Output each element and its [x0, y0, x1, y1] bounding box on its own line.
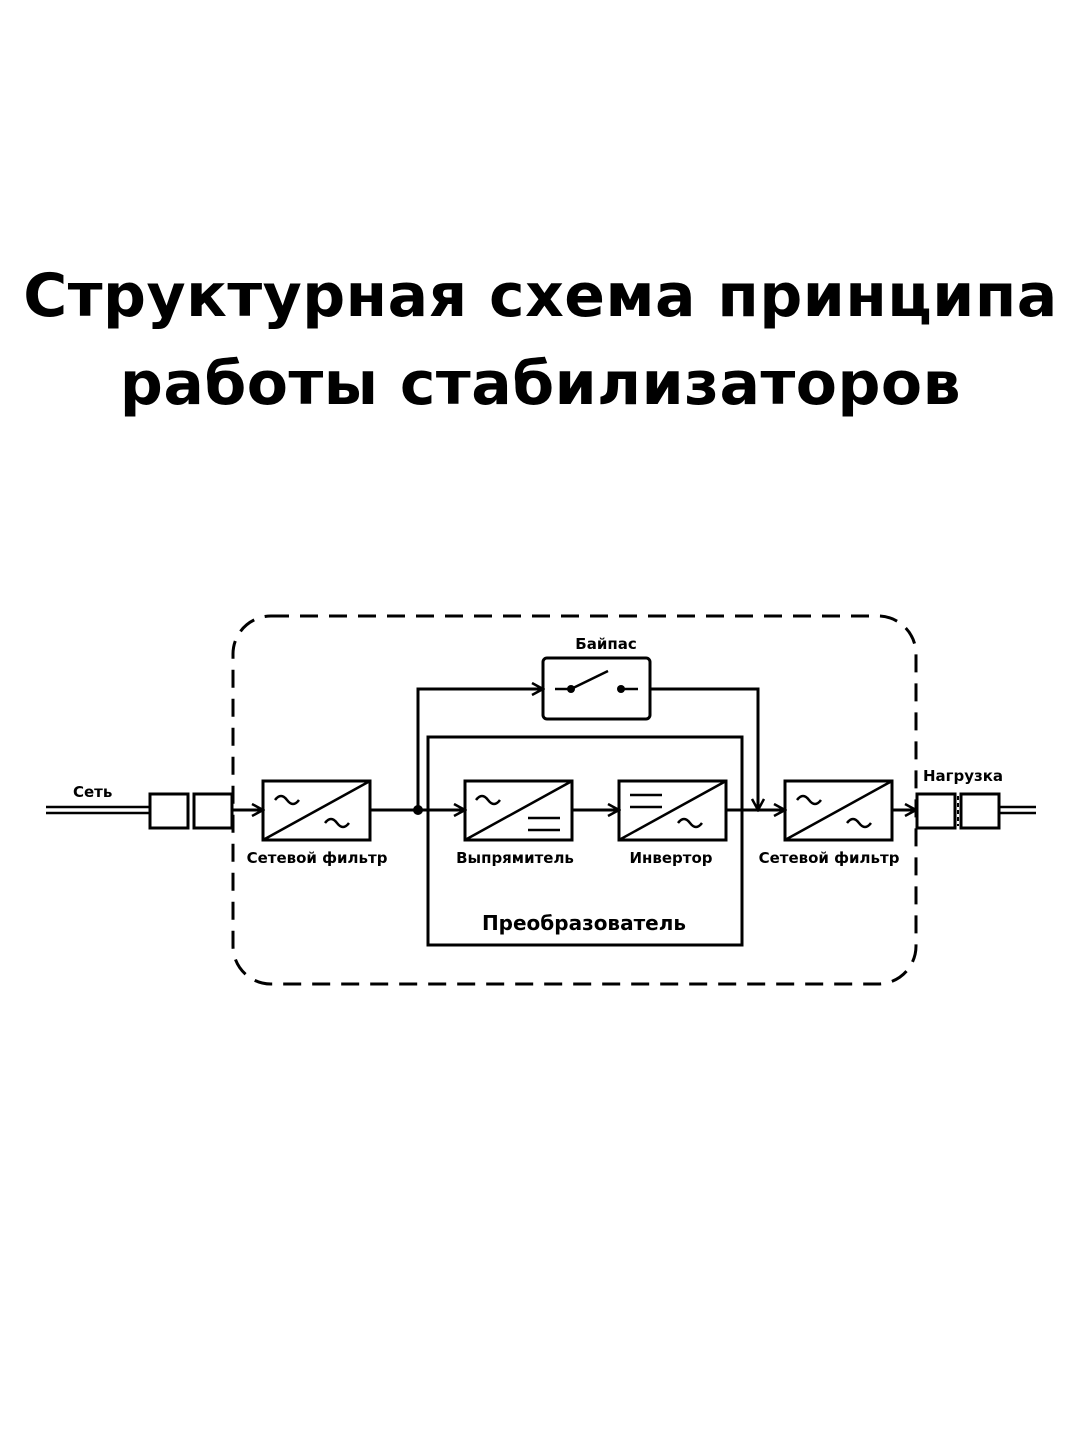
rectifier-block — [463, 779, 574, 842]
converter-enclosure — [426, 735, 744, 947]
title-line-1: Структурная схема принципа — [23, 261, 1058, 331]
output-label: Нагрузка — [923, 767, 1003, 785]
output-line — [999, 805, 1036, 815]
input-label: Сеть — [73, 783, 112, 801]
input-connector — [148, 792, 234, 830]
inverter-label: Инвертор — [629, 849, 712, 867]
title-line-2: работы стабилизаторов — [119, 349, 962, 419]
bypass-block — [541, 656, 652, 721]
inverter-block — [617, 779, 728, 842]
input-filter-label: Сетевой фильтр — [247, 849, 388, 867]
output-filter-label: Сетевой фильтр — [759, 849, 900, 867]
input-filter-block — [261, 779, 372, 842]
page-title: Структурная схема принципа работы стабил… — [0, 252, 1081, 428]
rectifier-label: Выпрямитель — [456, 849, 574, 867]
input-line — [46, 805, 150, 815]
output-connector — [915, 792, 1001, 830]
bypass-label: Байпас — [575, 635, 636, 653]
signal-lines — [232, 689, 916, 815]
output-filter-block — [783, 779, 894, 842]
converter-label: Преобразователь — [482, 911, 686, 935]
